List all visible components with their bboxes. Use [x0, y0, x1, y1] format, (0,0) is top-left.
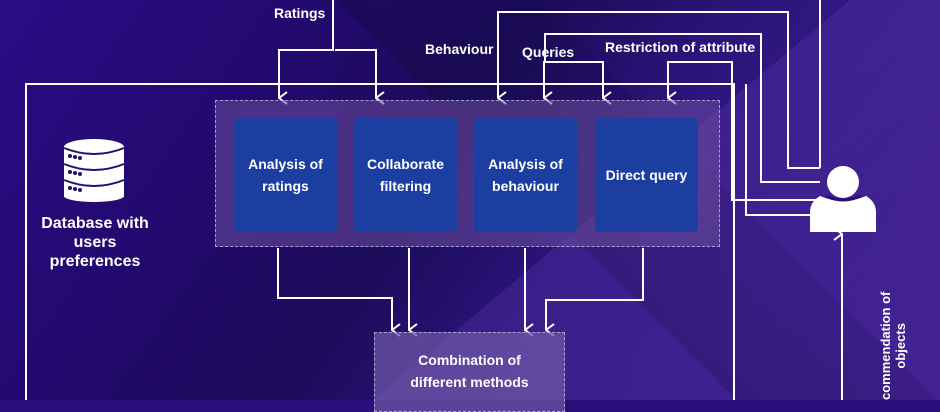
method-label: ratings: [262, 178, 309, 194]
method-label: Collaborate: [366, 156, 444, 172]
database-label-line: preferences: [49, 253, 141, 270]
method-collaborate-filtering[interactable]: Collaborate filtering: [354, 118, 457, 232]
ratings-line-2: [335, 49, 376, 98]
method-analysis-of-ratings[interactable]: Analysis of ratings: [234, 118, 337, 232]
label-ratings: Ratings: [274, 5, 326, 21]
combination-label: different methods: [410, 374, 529, 390]
user-icon: [810, 166, 876, 232]
recommendation-label-line: commendation of: [878, 291, 893, 400]
recommendation-label: commendation of objects: [878, 292, 908, 400]
method-label: behaviour: [492, 178, 559, 194]
method1-to-combo: [277, 248, 392, 330]
recommendation-label-line: objects: [893, 323, 908, 369]
database-label-line: Database with: [41, 215, 149, 232]
method4-to-combo: [545, 248, 644, 330]
database-icon: [63, 139, 125, 202]
label-restriction: Restriction of attribute: [605, 39, 756, 55]
user-loop-line: [745, 84, 812, 216]
restriction-line: [667, 61, 820, 201]
method-label: filtering: [379, 178, 432, 194]
combination-label: Combination of: [418, 352, 521, 368]
connector-lines: [25, 0, 843, 400]
method-label: Direct query: [605, 167, 688, 183]
method-label: Analysis of: [488, 156, 563, 172]
method-label: Analysis of: [248, 156, 323, 172]
method-analysis-of-behaviour[interactable]: Analysis of behaviour: [474, 118, 577, 232]
queries-split-right: [545, 61, 603, 98]
queries-split-left: [543, 61, 545, 98]
combination-box[interactable]: Combination of different methods: [374, 332, 565, 412]
label-behaviour: Behaviour: [425, 41, 494, 57]
database-label: Database with users preferences: [20, 214, 170, 271]
method-direct-query[interactable]: Direct query: [595, 118, 698, 232]
queries-line: [544, 33, 820, 183]
database-loop-line: [25, 83, 735, 400]
label-queries: Queries: [522, 44, 575, 60]
ratings-line: [278, 0, 334, 98]
database-label-line: users: [73, 234, 117, 251]
behaviour-line: [497, 11, 820, 169]
